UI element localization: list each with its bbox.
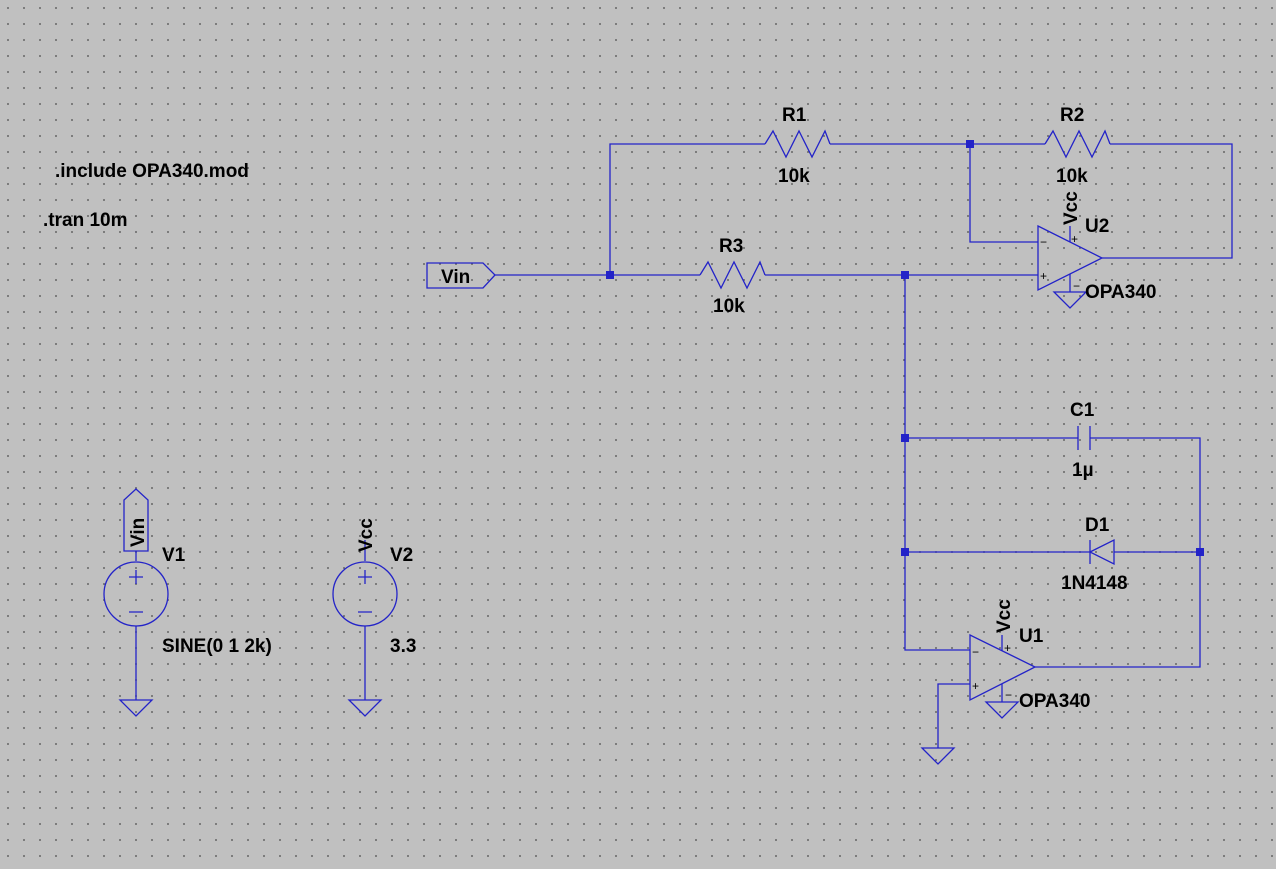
r2-value: 10k (1056, 166, 1088, 187)
u2-inverting-pin-mark: − (1040, 235, 1047, 249)
u2-noninverting-pin-mark: + (1040, 269, 1047, 283)
ground-icon (347, 626, 383, 717)
u2-model: OPA340 (1085, 282, 1156, 303)
r1-value: 10k (778, 166, 810, 187)
wires (495, 143, 1233, 748)
include-directive[interactable]: .include OPA340.mod (55, 161, 249, 182)
voltage-source-v2[interactable]: Vcc V2 3.3 (332, 518, 416, 717)
u1-model: OPA340 (1019, 691, 1090, 712)
u1-noninverting-pin-mark: + (972, 679, 979, 693)
junction-dot (1196, 548, 1204, 556)
u2-supply-net-label: Vcc (1061, 191, 1082, 225)
u2-gnd-minus-mark: − (1073, 279, 1080, 293)
net-flag-icon (123, 488, 149, 552)
r1-name: R1 (782, 105, 807, 126)
c1-value: 1µ (1072, 460, 1094, 481)
ground-icon (984, 684, 1020, 719)
resistor-r1[interactable]: R1 10k (764, 105, 831, 187)
resistor-icon (1044, 129, 1111, 159)
resistor-icon (699, 260, 766, 290)
junction-dot (901, 271, 909, 279)
r2-name: R2 (1060, 105, 1084, 126)
polarity-marks-icon (358, 570, 372, 613)
resistor-icon (764, 129, 831, 159)
diode-icon (1088, 538, 1115, 566)
capacitor-icon (1077, 426, 1091, 450)
v1-value: SINE(0 1 2k) (162, 636, 272, 657)
ground-icon (1052, 274, 1088, 309)
port-flag-icon (426, 262, 496, 289)
v2-net-label: Vcc (356, 518, 377, 552)
vin-port-label: Vin (441, 267, 470, 288)
d1-name: D1 (1085, 515, 1110, 536)
u1-supply-plus-mark: + (1004, 641, 1011, 655)
capacitor-c1[interactable]: C1 1µ (1070, 400, 1095, 481)
tran-directive[interactable]: .tran 10m (43, 210, 127, 231)
junction-dot (901, 434, 909, 442)
r3-name: R3 (719, 236, 743, 257)
opamp-u1[interactable]: − + + Vcc − U1 OPA340 (969, 599, 1090, 719)
diode-d1[interactable]: D1 1N4148 (1061, 515, 1128, 594)
c1-name: C1 (1070, 400, 1095, 421)
resistor-r2[interactable]: R2 10k (1044, 105, 1111, 187)
vin-port[interactable]: Vin (426, 262, 496, 289)
u2-name: U2 (1085, 216, 1109, 237)
junction-dot (901, 548, 909, 556)
junction-dot (966, 140, 974, 148)
ground-icon (920, 747, 956, 765)
junction-dot (606, 271, 614, 279)
u2-supply-plus-mark: + (1071, 232, 1078, 246)
r3-value: 10k (713, 296, 745, 317)
v2-value: 3.3 (390, 636, 416, 657)
junctions (606, 140, 1204, 556)
v1-net-label: Vin (128, 518, 149, 547)
d1-value: 1N4148 (1061, 573, 1128, 594)
u1-name: U1 (1019, 626, 1044, 647)
u1-gnd-minus-mark: − (1005, 688, 1012, 702)
voltage-source-v1[interactable]: Vin V1 SINE(0 1 2k) (103, 488, 272, 717)
ground-icon (118, 626, 154, 717)
polarity-marks-icon (129, 570, 143, 613)
v2-name: V2 (390, 545, 413, 566)
u1-supply-net-label: Vcc (994, 599, 1015, 633)
opamp-u2[interactable]: − + + Vcc − U2 OPA340 (1037, 191, 1156, 309)
resistor-r3[interactable]: R3 10k (699, 236, 766, 317)
u1-inverting-pin-mark: − (972, 645, 979, 659)
v1-name: V1 (162, 545, 186, 566)
